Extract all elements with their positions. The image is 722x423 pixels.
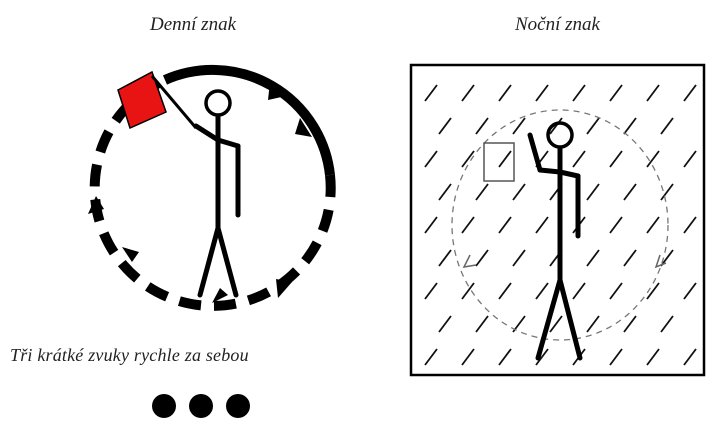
- sound-dot: [189, 394, 213, 418]
- day-sign-panel: [88, 70, 331, 306]
- sound-signal-dots: [152, 394, 250, 418]
- day-sign-flag: [118, 72, 196, 128]
- day-sign-stick-figure: [196, 91, 238, 295]
- night-sign-panel: [411, 65, 704, 375]
- sound-dot: [152, 394, 176, 418]
- sound-dot: [226, 394, 250, 418]
